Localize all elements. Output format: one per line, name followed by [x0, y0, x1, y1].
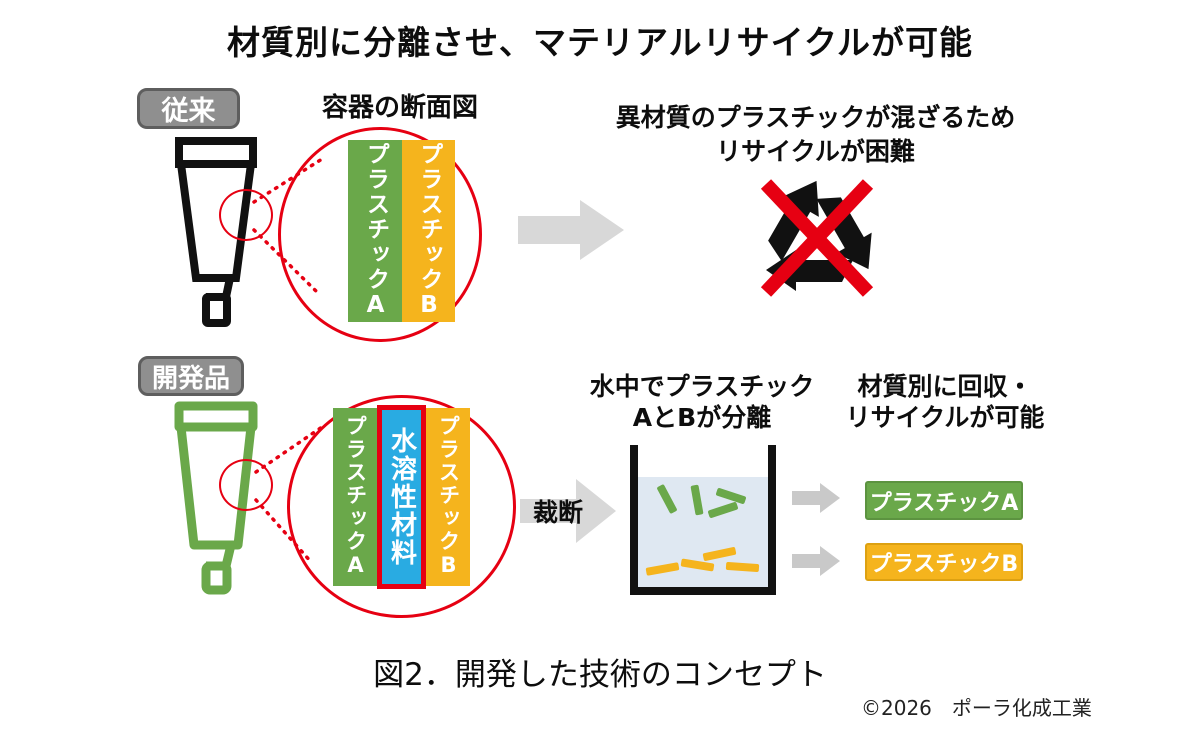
- layer-plastic-b: プラスチックB: [402, 140, 455, 322]
- copyright-text: ©2026 ポーラ化成工業: [861, 696, 1092, 720]
- layer-plastic-a: プラスチックA: [348, 140, 402, 322]
- recovery-line2: リサイクルが可能: [845, 403, 1045, 432]
- layer-plastic-b-label: プラスチックB: [416, 142, 442, 320]
- separation-line2: AとBが分離: [632, 403, 772, 432]
- magnifier-circle-bottom: [287, 395, 516, 618]
- output-plastic-b-label: プラスチックB: [869, 552, 1019, 577]
- developed-badge-label: 開発品: [151, 363, 230, 394]
- output-plastic-a-label: プラスチックA: [869, 490, 1019, 516]
- conventional-badge-label: 従来: [161, 96, 216, 127]
- problem-text: 異材質のプラスチックが混ざるため リサイクルが困難: [593, 101, 1038, 169]
- recycle-crossed-icon: [754, 174, 882, 297]
- tube-developed-icon: [174, 401, 258, 595]
- cross-mark: [760, 179, 874, 297]
- conventional-badge: 従来: [137, 88, 240, 129]
- cut-arrow-icon: [520, 479, 616, 543]
- recovery-text: 材質別に回収・ リサイクルが可能: [831, 371, 1059, 433]
- cross-section-title: 容器の断面図: [321, 93, 478, 123]
- developed-badge: 開発品: [138, 356, 244, 396]
- arrow-right-icon: [792, 546, 840, 576]
- figure-title: 材質別に分離させ、マテリアルリサイクルが可能: [226, 23, 974, 62]
- cut-arrow-label: 裁断: [532, 498, 583, 527]
- layer-plastic-a-dev-label: プラスチックA: [343, 415, 368, 579]
- problem-line1: 異材質のプラスチックが混ざるため: [615, 103, 1016, 132]
- layer-water-soluble: 水溶性材料: [377, 405, 426, 589]
- tube-conventional-icon: [175, 137, 257, 327]
- output-plastic-b-badge: プラスチックB: [865, 543, 1023, 581]
- arrow-right-icon: [518, 200, 624, 260]
- layer-plastic-b-dev-label: プラスチックB: [436, 415, 461, 579]
- recovery-line1: 材質別に回収・: [857, 372, 1033, 401]
- separation-text: 水中でプラスチック AとBが分離: [578, 371, 826, 433]
- layer-plastic-a-label: プラスチックA: [362, 142, 389, 320]
- output-plastic-a-badge: プラスチックA: [865, 481, 1023, 520]
- layer-water-soluble-label: 水溶性材料: [386, 427, 417, 567]
- tube-focus-circle-top: [219, 189, 273, 241]
- magnifier-circle-top: [278, 127, 482, 342]
- tube-focus-circle-bottom: [219, 459, 273, 511]
- layer-plastic-b-dev: プラスチックB: [426, 408, 470, 586]
- problem-line2: リサイクルが困難: [716, 137, 915, 166]
- arrow-right-icon: [792, 483, 840, 513]
- layer-plastic-a-dev: プラスチックA: [333, 408, 377, 586]
- figure-caption: 図2．開発した技術のコンセプト: [373, 657, 827, 693]
- separation-line1: 水中でプラスチック: [589, 372, 815, 401]
